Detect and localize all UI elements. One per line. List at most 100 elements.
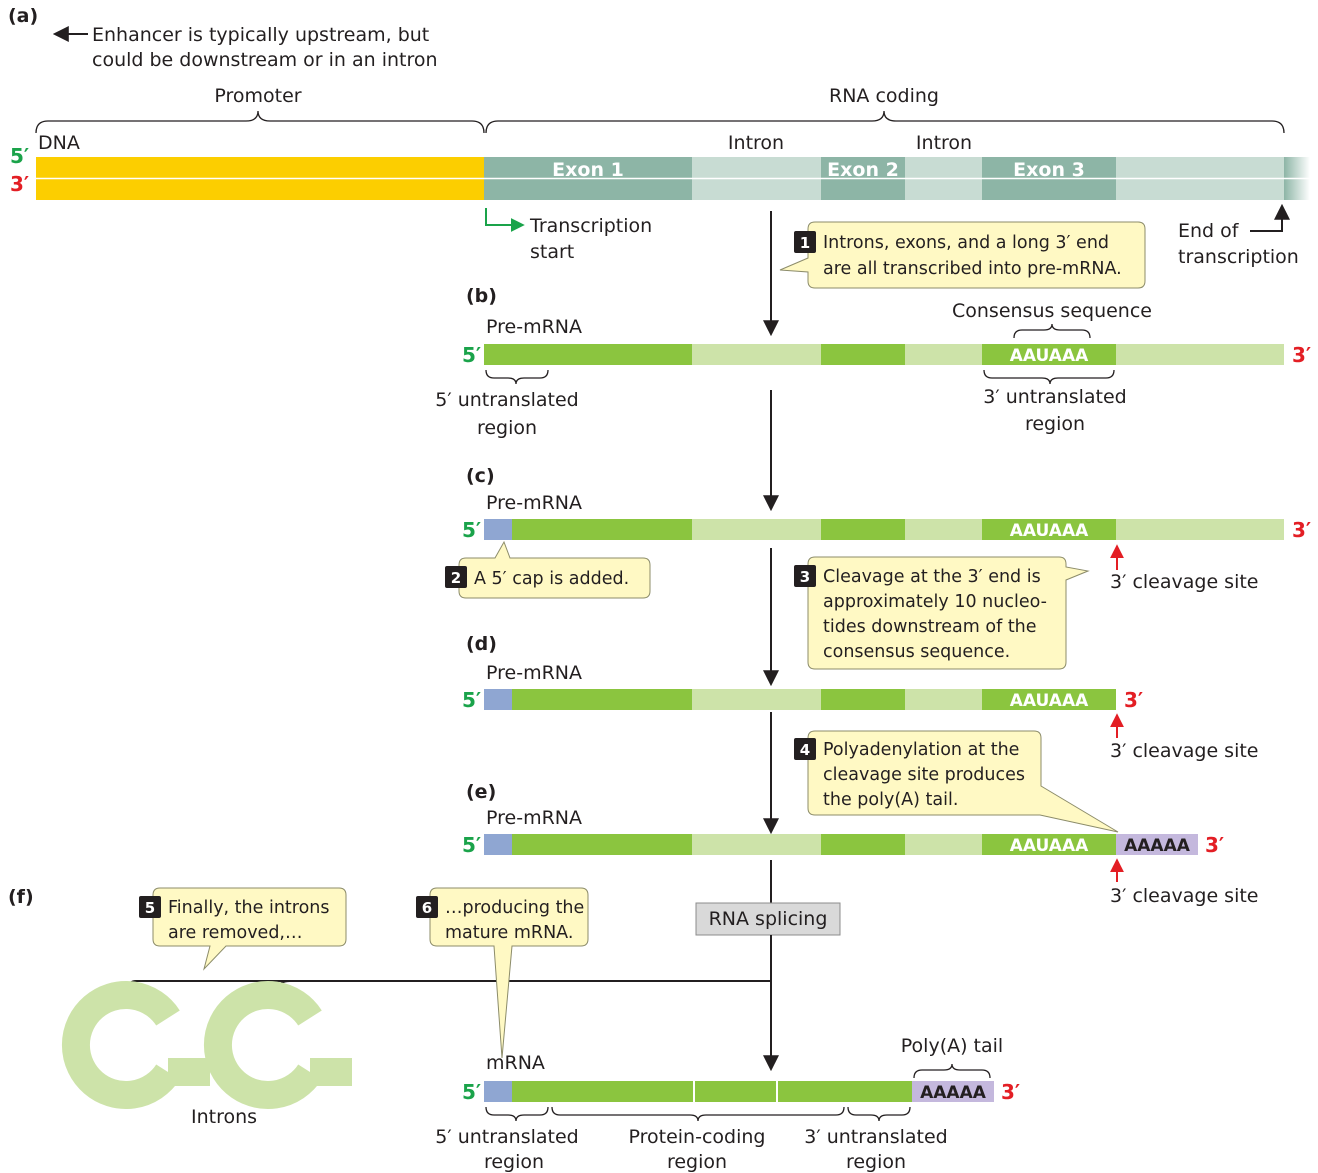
utr3-b-line1: 3′ untranslated <box>983 386 1127 408</box>
cleavage-site-e: 3′ cleavage site <box>1110 885 1259 907</box>
transcription-start-line2: start <box>530 241 574 263</box>
step-number-3: 3 <box>800 568 810 586</box>
callout-3-line4: consensus sequence. <box>823 642 1010 662</box>
poly-a-seq-e: AAAAA <box>1124 836 1191 856</box>
enhancer-note-line2: could be downstream or in an intron <box>92 49 438 71</box>
mrna-five-prime: 5′ <box>462 1080 481 1104</box>
intron1-label: Intron <box>728 132 784 154</box>
pre-mrna-c-three-prime: 3′ <box>1292 518 1311 542</box>
mrna-label: mRNA <box>486 1052 545 1074</box>
pre-mrna-e-three-prime: 3′ <box>1205 833 1224 857</box>
pre-mrna-c-strand <box>484 519 1284 540</box>
mrna-utr3-brace <box>847 1106 911 1122</box>
exon2-label: Exon 2 <box>827 159 899 181</box>
poly-a-tail-brace <box>913 1063 991 1079</box>
mrna-five-prime-cap <box>484 1081 512 1102</box>
pre-mrna-label-d: Pre-mRNA <box>486 662 582 684</box>
enhancer-note-line1: Enhancer is typically upstream, but <box>92 24 429 46</box>
callout-1-line2: are all transcribed into pre-mRNA. <box>823 259 1122 279</box>
callout-2-line1: A 5′ cap is added. <box>474 569 629 589</box>
consensus-seq-c: AAUAAA <box>1010 521 1089 541</box>
callout-3: 3 Cleavage at the 3′ end is approximatel… <box>794 556 1090 670</box>
rna-splicing-label: RNA splicing <box>709 908 828 930</box>
pre-mrna-b-five-prime: 5′ <box>462 343 481 367</box>
mrna-utr5-brace <box>485 1106 549 1122</box>
step-badge-4 <box>794 738 816 760</box>
end-of-transcription-line1: End of <box>1178 220 1240 242</box>
excised-intron-lariat-1 <box>61 981 210 1109</box>
panel-label-c: (c) <box>466 465 495 487</box>
step-number-6: 6 <box>422 899 432 917</box>
callout-4: 4 Polyadenylation at the cleavage site p… <box>794 730 1119 833</box>
exon1-label: Exon 1 <box>552 159 624 181</box>
consensus-brace <box>1013 323 1091 339</box>
panel-label-a: (a) <box>8 5 38 27</box>
panel-label-d: (d) <box>466 633 497 655</box>
mrna-exons <box>512 1081 912 1102</box>
step-number-1: 1 <box>800 234 810 252</box>
transcription-start-arrow <box>485 208 525 232</box>
intron2-label: Intron <box>916 132 972 154</box>
intron-branch-arrow-1 <box>121 968 772 1006</box>
dna-three-prime: 3′ <box>10 172 29 196</box>
five-prime-cap-c <box>484 519 512 540</box>
pre-mrna-e-strand <box>484 834 1198 855</box>
step-badge-5 <box>139 896 161 918</box>
pre-mrna-e-five-prime: 5′ <box>462 833 481 857</box>
poly-a-tail-label: Poly(A) tail <box>901 1035 1003 1057</box>
mrna-poly-a-seq: AAAAA <box>920 1083 987 1103</box>
panel-label-f: (f) <box>8 886 34 908</box>
pre-mrna-d-three-prime: 3′ <box>1124 688 1143 712</box>
pre-mrna-label-c: Pre-mRNA <box>486 492 582 514</box>
cleavage-site-d: 3′ cleavage site <box>1110 740 1259 762</box>
transcription-start-line1: Transcription <box>529 215 652 237</box>
step-number-4: 4 <box>800 741 810 759</box>
mrna-coding-line2: region <box>667 1151 727 1173</box>
dna-double-strand <box>36 157 1310 200</box>
five-prime-cap-e <box>484 834 512 855</box>
promoter-label: Promoter <box>214 85 301 107</box>
consensus-seq-b: AAUAAA <box>1010 346 1089 366</box>
cleavage-site-c: 3′ cleavage site <box>1110 571 1259 593</box>
consensus-seq-d: AAUAAA <box>1010 691 1089 711</box>
callout-3-line3: tides downstream of the <box>823 617 1037 637</box>
exon3-label: Exon 3 <box>1013 159 1085 181</box>
callout-5: 5 Finally, the introns are removed,… <box>139 887 347 971</box>
panel-label-e: (e) <box>466 781 496 803</box>
step-number-5: 5 <box>145 899 155 917</box>
pre-mrna-c-five-prime: 5′ <box>462 518 481 542</box>
consensus-sequence-label: Consensus sequence <box>952 300 1152 322</box>
callout-2: 2 A 5′ cap is added. <box>445 540 651 599</box>
callout-6-line1: …producing the <box>445 898 584 918</box>
utr3-b-line2: region <box>1025 413 1085 435</box>
promoter-brace <box>35 110 485 134</box>
panel-label-b: (b) <box>466 285 497 307</box>
utr5-b-line1: 5′ untranslated <box>435 389 579 411</box>
callout-6: 6 …producing the mature mRNA. <box>416 887 589 1059</box>
step-badge-1 <box>794 231 816 253</box>
dna-label: DNA <box>38 132 80 154</box>
utr5-b-line2: region <box>477 417 537 439</box>
pre-mrna-b-strand <box>484 344 1284 365</box>
callout-1: 1 Introns, exons, and a long 3′ end are … <box>779 221 1146 289</box>
mrna-three-prime: 3′ <box>1001 1080 1020 1104</box>
callout-5-line2: are removed,… <box>168 923 303 943</box>
pre-mrna-b-three-prime: 3′ <box>1292 343 1311 367</box>
pre-mrna-d-five-prime: 5′ <box>462 688 481 712</box>
callout-5-line1: Finally, the introns <box>168 898 330 918</box>
end-of-transcription-arrow <box>1250 203 1290 232</box>
pre-mrna-d-strand <box>484 689 1116 710</box>
mrna-utr5-line2: region <box>484 1151 544 1173</box>
dna-five-prime: 5′ <box>10 144 29 168</box>
excised-intron-lariat-2 <box>203 981 352 1109</box>
end-of-transcription-line2: transcription <box>1178 246 1299 268</box>
utr3-brace-b <box>983 369 1115 385</box>
utr5-brace-b <box>485 369 549 385</box>
step-number-2: 2 <box>451 569 461 587</box>
callout-4-line2: cleavage site produces <box>823 765 1025 785</box>
step-badge-3 <box>794 565 816 587</box>
mrna-poly-a-tail <box>912 1081 994 1102</box>
rna-coding-brace <box>485 110 1285 134</box>
mrna-utr3-line1: 3′ untranslated <box>804 1126 948 1148</box>
